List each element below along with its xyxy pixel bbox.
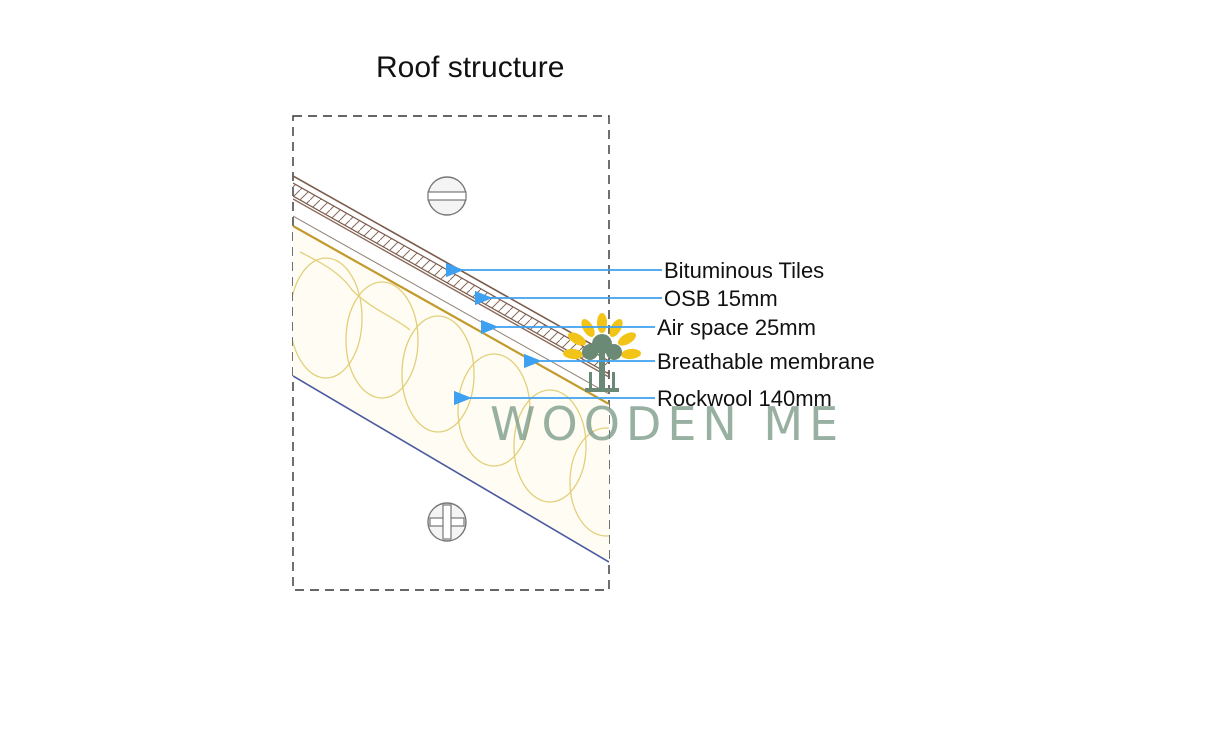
label-breathable-membrane: Breathable membrane	[657, 349, 875, 374]
membrane-line	[293, 225, 609, 405]
tiles-bottom-line	[293, 195, 609, 375]
air-space-line	[293, 215, 609, 395]
label-bituminous-tiles: Bituminous Tiles	[664, 258, 824, 283]
rockwool-curls	[293, 251, 609, 537]
label-osb: OSB 15mm	[664, 286, 778, 311]
logo-sun-leaves	[563, 313, 641, 360]
label-air-space: Air space 25mm	[657, 315, 816, 340]
page-title: Roof structure	[376, 51, 564, 84]
callout-arrows	[445, 262, 662, 406]
label-rockwool: Rockwool 140mm	[657, 386, 832, 411]
roof-section	[293, 175, 609, 563]
slot-screw-icon	[427, 176, 467, 216]
logo-tree	[582, 334, 622, 392]
underside-line	[293, 375, 609, 563]
osb-bottom-line	[293, 198, 609, 378]
phillips-screw-icon	[427, 502, 467, 542]
logo-text: WOODEN ME	[490, 397, 844, 451]
rockwool-layer	[293, 226, 609, 562]
wooden-me-logo: WOODEN ME	[490, 313, 844, 451]
